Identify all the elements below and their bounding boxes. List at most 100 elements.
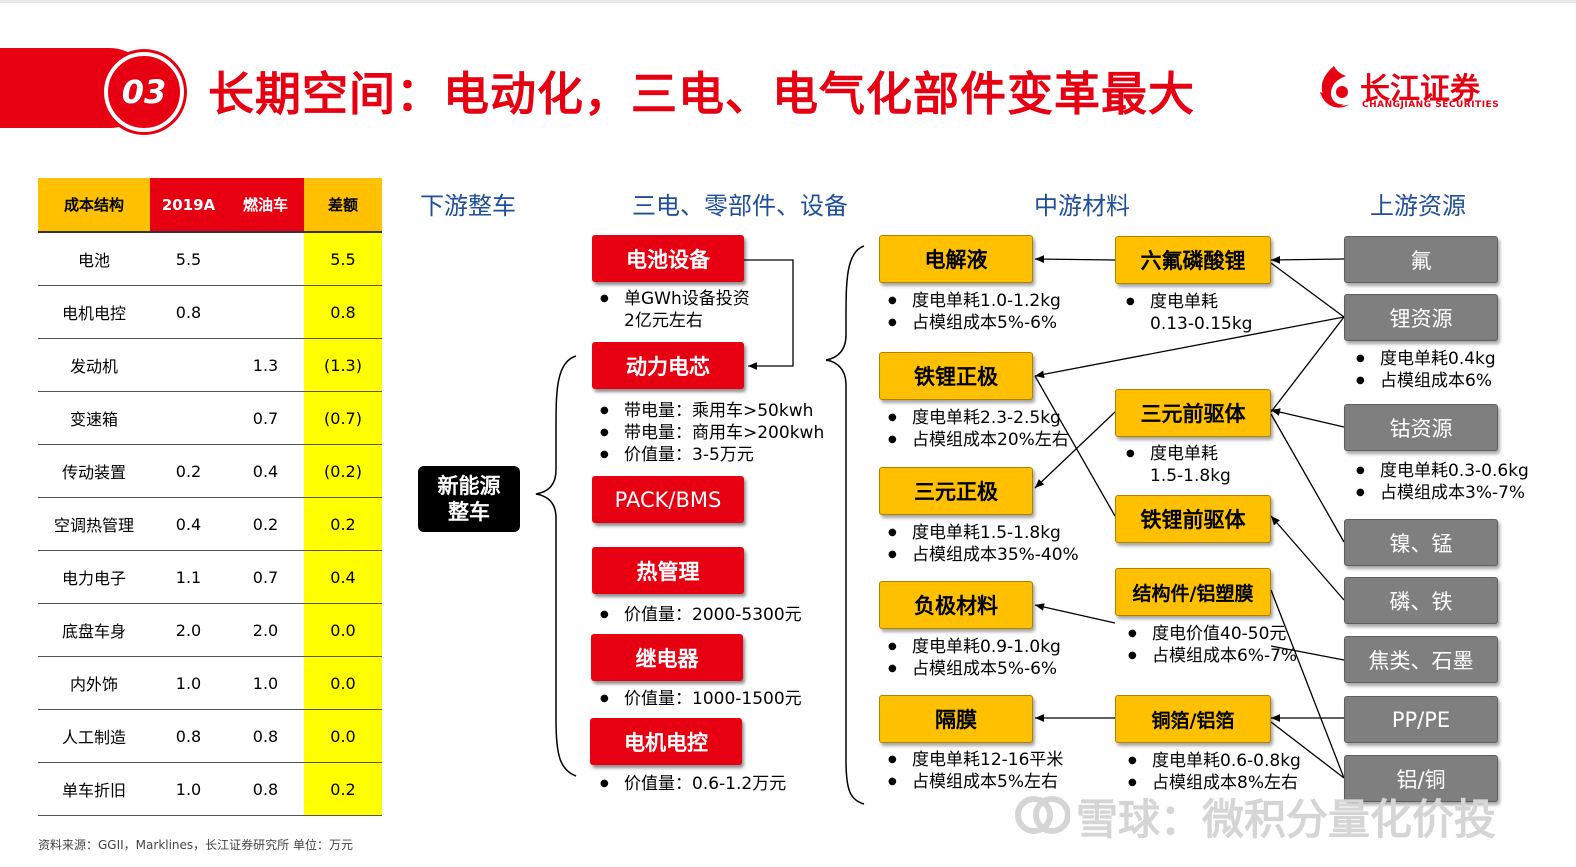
table-cell: 电池 <box>38 232 150 286</box>
watermark-text: 雪球：微积分量化价投 <box>1076 795 1497 844</box>
table-cell <box>227 232 304 286</box>
resource-coke-graphite: 焦类、石墨 <box>1344 636 1498 683</box>
top-border <box>0 0 1576 3</box>
root-label-line2: 整车 <box>448 500 490 524</box>
table-cell-diff: 0.2 <box>304 762 382 816</box>
root-label-line1: 新能源 <box>437 474 501 498</box>
table-cell: 5.5 <box>150 232 227 286</box>
page-title: 长期空间：电动化，三电、电气化部件变革最大 <box>208 67 1195 121</box>
root-node-nev: 新能源 整车 <box>418 466 520 532</box>
table-cell: 1.0 <box>227 656 304 710</box>
table-row: 单车折旧 1.0 0.8 0.2 <box>38 762 382 816</box>
list-item: 带电量：商用车>200kwh <box>598 422 824 444</box>
table-cell: 0.8 <box>227 709 304 763</box>
table-cell-diff: 0.2 <box>304 497 382 551</box>
table-row: 内外饰 1.0 1.0 0.0 <box>38 656 382 710</box>
list-item: 占模组成本5%-6% <box>886 312 1061 334</box>
company-logo: 长江证券 CHANGJIANG SECURITIES <box>1312 62 1512 116</box>
list-item: 占模组成本5%-6% <box>886 658 1061 680</box>
table-cell: 发动机 <box>38 338 150 392</box>
list-item: 度电单耗0.6-0.8kg <box>1126 750 1301 772</box>
table-row: 电机电控 0.8 0.8 <box>38 285 382 339</box>
list-item: 占模组成本3%-7% <box>1354 482 1529 504</box>
table-cell-diff: 5.5 <box>304 232 382 286</box>
table-header-cell: 2019A <box>150 178 227 233</box>
list-item: 度电单耗 <box>1124 291 1252 313</box>
list-item: 度电单耗0.4kg <box>1354 348 1496 370</box>
table-cell: 1.1 <box>150 550 227 604</box>
component-battery-equipment: 电池设备 <box>592 235 744 282</box>
table-header-cell: 燃油车 <box>227 178 304 233</box>
table-cell-diff: 0.0 <box>304 656 382 710</box>
component-battery-equipment-notes: 单GWh设备投资 2亿元左右 <box>598 288 750 332</box>
table-cell: 2.0 <box>227 603 304 657</box>
table-cell-diff: 0.0 <box>304 709 382 763</box>
component-motor-controller: 电机电控 <box>590 718 742 765</box>
table-row: 发动机 1.3 (1.3) <box>38 338 382 392</box>
logo-text-cn: 长江证券 <box>1360 72 1480 107</box>
list-item: 占模组成本35%-40% <box>886 544 1079 566</box>
logo-text-en: CHANGJIANG SECURITIES <box>1362 100 1500 110</box>
intermediate-ternary-precursor: 三元前驱体 <box>1115 389 1271 437</box>
list-item: 0.13-0.15kg <box>1124 313 1252 335</box>
list-item: 价值量：3-5万元 <box>598 444 824 466</box>
resource-lithium: 锂资源 <box>1344 294 1498 341</box>
table-cell: 内外饰 <box>38 656 150 710</box>
table-cell-diff: (0.7) <box>304 391 382 445</box>
table-cell: 2.0 <box>150 603 227 657</box>
material-anode-notes: 度电单耗0.9-1.0kg 占模组成本5%-6% <box>886 636 1061 680</box>
table-row: 人工制造 0.8 0.8 0.0 <box>38 709 382 763</box>
table-cell: 底盘车身 <box>38 603 150 657</box>
material-lfp-cathode: 铁锂正极 <box>879 352 1033 400</box>
intermediate-lfp-precursor: 铁锂前驱体 <box>1115 495 1271 543</box>
table-cell: 0.4 <box>227 444 304 498</box>
table-header-row: 成本结构 2019A 燃油车 差额 <box>38 178 382 233</box>
table-cell: 0.4 <box>150 497 227 551</box>
table-cell: 人工制造 <box>38 709 150 763</box>
table-cell: 传动装置 <box>38 444 150 498</box>
section-header-midstream: 中游材料 <box>1034 192 1130 220</box>
material-separator-notes: 度电单耗12-16平米 占模组成本5%左右 <box>886 749 1063 793</box>
table-cell-diff: (0.2) <box>304 444 382 498</box>
component-relay-notes: 价值量：1000-1500元 <box>598 688 802 710</box>
table-row: 空调热管理 0.4 0.2 0.2 <box>38 497 382 551</box>
table-cell: 0.7 <box>227 391 304 445</box>
table-cell <box>150 338 227 392</box>
material-lfp-notes: 度电单耗2.3-2.5kg 占模组成本20%左右 <box>886 407 1069 451</box>
list-item: 度电单耗0.3-0.6kg <box>1354 460 1529 482</box>
snowball-logo-icon <box>1015 796 1070 834</box>
table-row: 传动装置 0.2 0.4 (0.2) <box>38 444 382 498</box>
table-cell: 0.7 <box>227 550 304 604</box>
table-cell: 0.2 <box>227 497 304 551</box>
resource-cobalt-notes: 度电单耗0.3-0.6kg 占模组成本3%-7% <box>1354 460 1529 504</box>
component-thermal-notes: 价值量：2000-5300元 <box>598 604 802 626</box>
list-item: 度电单耗1.0-1.2kg <box>886 290 1061 312</box>
intermediate-ternary-precursor-notes: 度电单耗 1.5-1.8kg <box>1124 443 1231 487</box>
table-cell: 1.0 <box>150 656 227 710</box>
component-power-cell: 动力电芯 <box>592 342 744 389</box>
intermediate-lipf6-notes: 度电单耗 0.13-0.15kg <box>1124 291 1252 335</box>
resource-cobalt: 钴资源 <box>1344 404 1498 451</box>
table-cell-diff: 0.4 <box>304 550 382 604</box>
list-item: 占模组成本6%-7% <box>1126 645 1297 667</box>
section-header-components: 三电、零部件、设备 <box>632 192 848 220</box>
section-header-downstream: 下游整车 <box>420 192 516 220</box>
cost-structure-table: 成本结构 2019A 燃油车 差额 电池 5.5 5.5 电机电控 0.8 0.… <box>38 178 382 816</box>
list-item: 度电单耗2.3-2.5kg <box>886 407 1069 429</box>
table-cell: 0.8 <box>150 285 227 339</box>
resource-aluminum-copper: 铝/铜 <box>1344 755 1498 802</box>
table-header-cell: 差额 <box>304 178 382 233</box>
list-item: 度电价值40-50元 <box>1126 623 1297 645</box>
list-item: 1.5-1.8kg <box>1124 465 1231 487</box>
intermediate-structure-notes: 度电价值40-50元 占模组成本6%-7% <box>1126 623 1297 667</box>
table-cell: 电机电控 <box>38 285 150 339</box>
table-row: 底盘车身 2.0 2.0 0.0 <box>38 603 382 657</box>
component-thermal-management: 热管理 <box>592 547 744 594</box>
resource-phosphorus-iron: 磷、铁 <box>1344 577 1498 624</box>
table-cell: 1.3 <box>227 338 304 392</box>
table-cell: 0.2 <box>150 444 227 498</box>
list-item: 带电量：乘用车>50kwh <box>598 400 824 422</box>
list-item: 价值量：0.6-1.2万元 <box>598 773 786 795</box>
table-cell: 0.8 <box>150 709 227 763</box>
